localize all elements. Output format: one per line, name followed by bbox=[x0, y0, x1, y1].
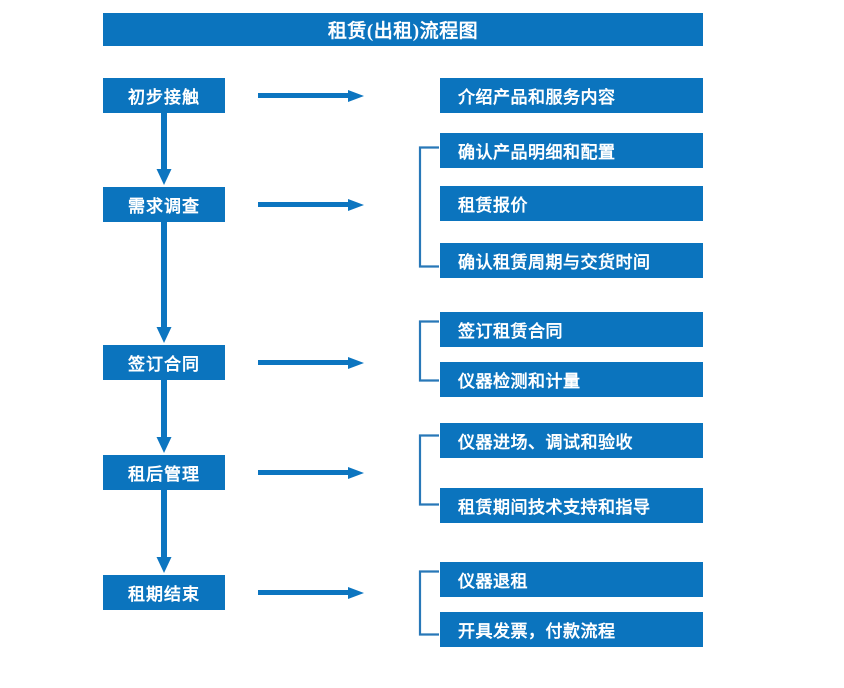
detail-box-8[interactable]: 租赁期间技术支持和指导 bbox=[440, 488, 703, 523]
group-bracket-5 bbox=[418, 570, 439, 636]
detail-box-4[interactable]: 确认租赁周期与交货时间 bbox=[440, 243, 703, 278]
detail-box-7[interactable]: 仪器进场、调试和验收 bbox=[440, 423, 703, 458]
group-bracket-2 bbox=[418, 146, 439, 268]
horizontal-arrow-5 bbox=[258, 587, 364, 599]
horizontal-arrow-3 bbox=[258, 357, 364, 369]
vertical-arrow-4-to-5 bbox=[156, 490, 172, 573]
vertical-arrow-2-to-3 bbox=[156, 222, 172, 343]
detail-box-6[interactable]: 仪器检测和计量 bbox=[440, 362, 703, 397]
vertical-arrow-1-to-2 bbox=[156, 113, 172, 185]
detail-box-5[interactable]: 签订租赁合同 bbox=[440, 312, 703, 347]
stage-box-2[interactable]: 需求调查 bbox=[103, 187, 225, 222]
flowchart-title: 租赁(出租)流程图 bbox=[103, 13, 703, 46]
stage-box-3[interactable]: 签订合同 bbox=[103, 345, 225, 380]
group-bracket-4 bbox=[418, 434, 439, 506]
stage-box-5[interactable]: 租期结束 bbox=[103, 575, 225, 610]
detail-box-9[interactable]: 仪器退租 bbox=[440, 562, 703, 597]
detail-box-10[interactable]: 开具发票，付款流程 bbox=[440, 612, 703, 647]
horizontal-arrow-4 bbox=[258, 467, 364, 479]
horizontal-arrow-2 bbox=[258, 199, 364, 211]
detail-box-1[interactable]: 介绍产品和服务内容 bbox=[440, 78, 703, 113]
horizontal-arrow-1 bbox=[258, 90, 364, 102]
detail-box-3[interactable]: 租赁报价 bbox=[440, 186, 703, 221]
stage-box-4[interactable]: 租后管理 bbox=[103, 455, 225, 490]
group-bracket-3 bbox=[418, 320, 439, 382]
detail-box-2[interactable]: 确认产品明细和配置 bbox=[440, 133, 703, 168]
vertical-arrow-3-to-4 bbox=[156, 380, 172, 453]
stage-box-1[interactable]: 初步接触 bbox=[103, 78, 225, 113]
